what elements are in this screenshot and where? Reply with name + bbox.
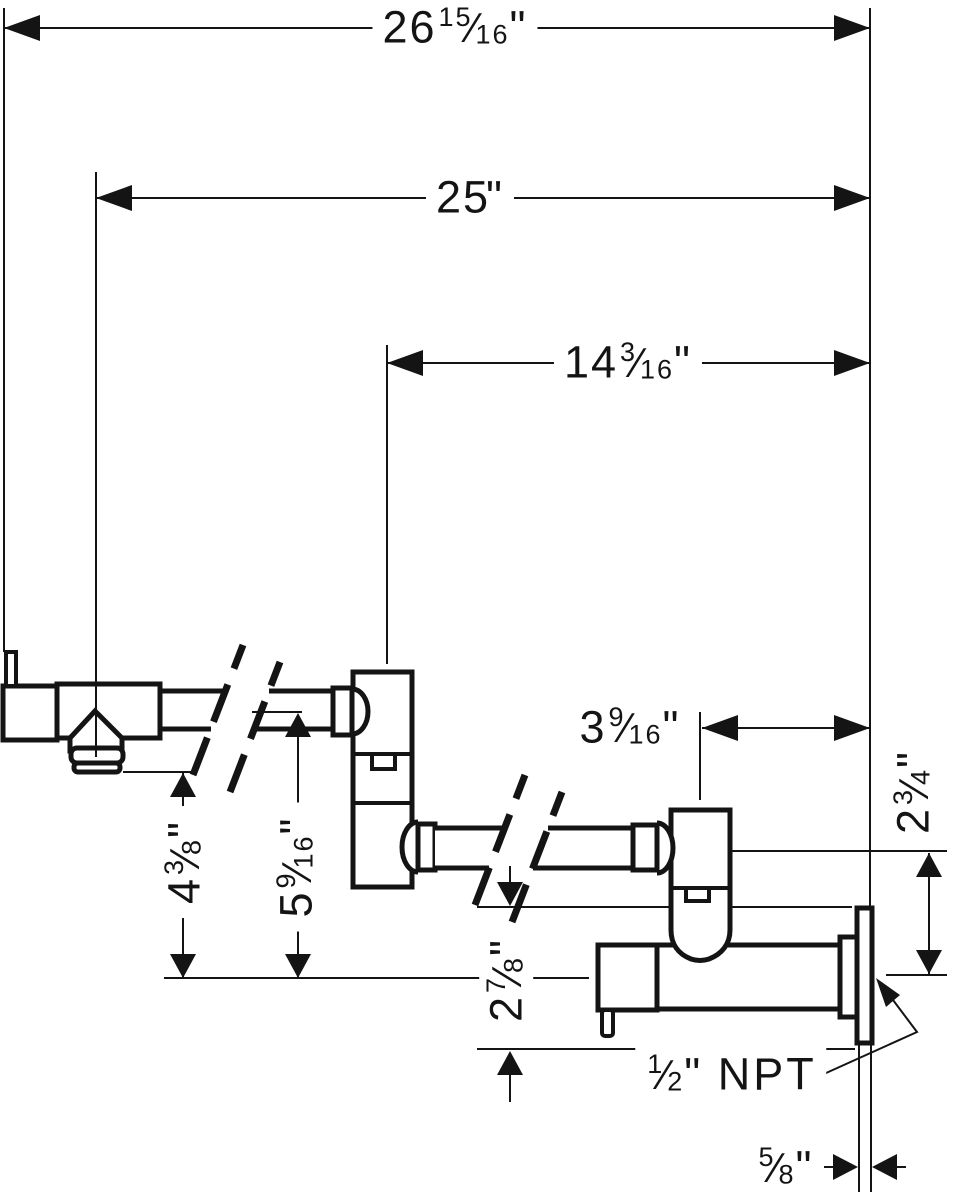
arrow-outletheight-bottom bbox=[170, 954, 196, 978]
dim-denominator: 4 bbox=[905, 767, 936, 786]
arrow-pivotwall-left bbox=[702, 715, 738, 741]
arrow-escutcheon-right bbox=[872, 1154, 897, 1180]
arrow-bodyheight-bottom bbox=[497, 1051, 523, 1075]
arrow-armheight-bottom bbox=[285, 954, 311, 978]
fraction-slash: ⁄ bbox=[469, 5, 479, 52]
valve-handle-block bbox=[595, 942, 660, 1013]
dim-denominator: 16 bbox=[288, 834, 319, 869]
dim-unit: " bbox=[662, 701, 681, 753]
dim-npt-connection-label: 1⁄2" NPT bbox=[635, 1047, 827, 1101]
centerlines bbox=[95, 172, 302, 757]
break-lines bbox=[189, 643, 566, 924]
arrowheads bbox=[4, 15, 942, 1180]
arrow-axisdrop-bottom bbox=[916, 950, 942, 974]
swivel-nut-arm2-right bbox=[630, 822, 660, 873]
upper-arm-edges bbox=[162, 688, 333, 732]
dim-denominator: 8 bbox=[778, 1159, 796, 1190]
dim-connection-type: NPT bbox=[702, 1048, 817, 1100]
dim-denominator: 8 bbox=[176, 837, 207, 856]
arrow-lowerarm-right bbox=[834, 350, 870, 376]
arrow-overall-left bbox=[4, 15, 40, 41]
dim-whole: 3 bbox=[579, 701, 607, 753]
aerator-ring-lower bbox=[71, 760, 123, 775]
dim-whole: 14 bbox=[563, 336, 619, 388]
wall-elbow-block bbox=[668, 807, 733, 963]
dim-whole: 2 bbox=[480, 994, 532, 1022]
arrow-overall-right bbox=[834, 15, 870, 41]
dim-arm-axis-height-label: 59⁄16" bbox=[269, 802, 323, 932]
dim-denominator: 16 bbox=[628, 719, 663, 750]
arrow-outletheight-top bbox=[170, 773, 196, 797]
dim-denominator: 2 bbox=[667, 1066, 685, 1097]
wall-escutcheon-flange bbox=[854, 905, 875, 1046]
dim-unit: " bbox=[509, 1, 528, 53]
fraction-slash: ⁄ bbox=[772, 1145, 782, 1192]
break-slash-arm1-a bbox=[189, 643, 247, 777]
arrow-reach-left bbox=[96, 185, 132, 211]
faucet-outline bbox=[0, 650, 875, 1046]
swivel-nut-arm2-left bbox=[415, 821, 438, 873]
dim-numerator: 15 bbox=[438, 2, 473, 33]
fraction-slash: ⁄ bbox=[634, 340, 643, 387]
dim-unit: " bbox=[795, 1141, 814, 1193]
dim-unit: " bbox=[684, 1048, 703, 1100]
arrow-reach-right bbox=[834, 185, 870, 211]
break-slash-arm2-b bbox=[508, 790, 566, 924]
fraction-slash: ⁄ bbox=[661, 1052, 671, 1099]
dim-whole: 4 bbox=[158, 876, 210, 904]
dim-unit: " bbox=[270, 816, 322, 835]
dim-pivot-to-wall-label: 39⁄16" bbox=[569, 700, 691, 754]
dim-unit: " bbox=[887, 750, 939, 768]
dim-axis-drop-label: 23⁄4" bbox=[886, 736, 940, 848]
arrow-lowerarm-left bbox=[387, 350, 423, 376]
spout-top-pin bbox=[4, 650, 18, 688]
dim-numerator: 9 bbox=[608, 702, 626, 733]
dim-whole: 2 bbox=[887, 806, 939, 834]
swivel-dome-arm2-right bbox=[656, 820, 676, 876]
dim-body-height-label: 27⁄8" bbox=[479, 924, 533, 1036]
dim-denominator: 8 bbox=[498, 955, 529, 974]
leader-line-npt bbox=[814, 999, 919, 1079]
swivel-dome-arm1 bbox=[351, 686, 371, 737]
dim-spout-reach-label: 25" bbox=[425, 170, 515, 224]
dim-escutcheon-depth-label: 5⁄8" bbox=[746, 1140, 824, 1194]
dim-denominator: 16 bbox=[475, 19, 510, 50]
dim-whole: 5 bbox=[270, 890, 322, 918]
break-slash-arm1-b bbox=[226, 660, 284, 794]
swivel-nut-arm1 bbox=[330, 685, 355, 738]
dim-unit: " bbox=[480, 938, 532, 956]
dim-numerator: 3 bbox=[620, 337, 638, 368]
dim-overall-width-label: 2615⁄16" bbox=[372, 0, 538, 54]
fraction-slash: ⁄ bbox=[622, 705, 632, 752]
mount-step-ring bbox=[837, 934, 860, 1020]
lower-arm-edges bbox=[435, 825, 633, 871]
wall-elbow-notch bbox=[684, 886, 711, 903]
dim-whole: 25 bbox=[435, 171, 491, 223]
dim-lower-arm-label: 143⁄16" bbox=[553, 335, 703, 389]
arrow-axisdrop-top bbox=[916, 853, 942, 877]
dim-unit: " bbox=[158, 820, 210, 838]
dim-whole: 26 bbox=[382, 1, 437, 53]
spout-end-cap bbox=[0, 683, 60, 743]
arrow-escutcheon-left bbox=[833, 1154, 858, 1180]
dim-numerator: 5 bbox=[758, 1142, 776, 1173]
dim-unit: " bbox=[674, 336, 693, 388]
dim-unit: " bbox=[486, 171, 505, 223]
handle-lever-pin bbox=[600, 1008, 615, 1038]
swivel-dome-arm2-left bbox=[399, 819, 419, 875]
pivot-block-1-notch bbox=[370, 752, 397, 771]
dim-numerator: 1 bbox=[647, 1049, 665, 1080]
arrow-bodyheight-top bbox=[497, 882, 523, 906]
arrow-npt-leader bbox=[876, 978, 900, 1007]
break-slash-arm2-a bbox=[471, 773, 529, 907]
dim-outlet-height-label: 43⁄8" bbox=[157, 806, 211, 918]
arrow-pivotwall-right bbox=[834, 715, 870, 741]
arrow-armheight-top bbox=[285, 713, 311, 737]
upper-arm-body bbox=[162, 693, 331, 727]
dim-denominator: 16 bbox=[639, 354, 675, 385]
